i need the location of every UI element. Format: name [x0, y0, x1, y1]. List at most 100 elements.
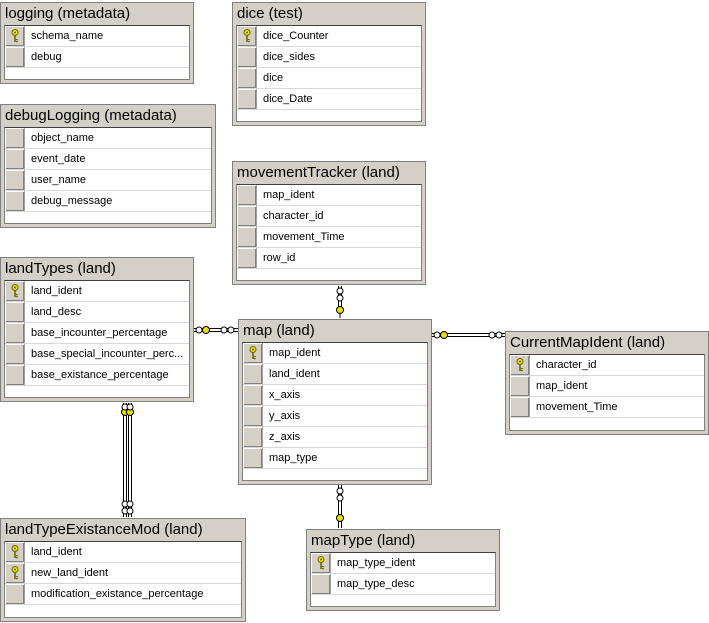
column-name: object_name [31, 132, 94, 144]
column-row[interactable]: row_id [237, 248, 421, 269]
column-row[interactable]: debug [5, 47, 189, 68]
many-end-icon [227, 326, 235, 334]
column-row[interactable]: land_ident [5, 281, 189, 302]
column-name: debug [31, 51, 62, 63]
column-row[interactable]: dice [237, 68, 421, 89]
row-selector-icon [5, 149, 25, 169]
row-selector-icon [237, 185, 257, 205]
row-selector-icon [510, 397, 530, 417]
column-name: character_id [536, 359, 597, 371]
row-selector-icon [311, 574, 331, 594]
column-row[interactable]: map_type [243, 448, 427, 469]
column-row[interactable]: map_type_desc [311, 574, 495, 595]
column-name: land_ident [31, 546, 82, 558]
column-row[interactable]: movement_Time [237, 227, 421, 248]
column-list: land_ident new_land_ident modification_exi… [4, 541, 242, 618]
many-end-icon [336, 494, 344, 502]
column-row[interactable]: user_name [5, 170, 211, 191]
column-row[interactable]: dice_Counter [237, 26, 421, 47]
column-row[interactable]: land_ident [243, 364, 427, 385]
column-row[interactable]: object_name [5, 128, 211, 149]
column-name: map_type_desc [337, 578, 415, 590]
column-row[interactable]: map_ident [510, 376, 704, 397]
column-row[interactable]: movement_Time [510, 397, 704, 418]
key-icon [510, 355, 530, 375]
table-title[interactable]: mapType (land) [307, 530, 499, 552]
table-title[interactable]: CurrentMapIdent (land) [506, 332, 708, 354]
column-row[interactable]: modification_existance_percentage [5, 584, 241, 605]
column-name: x_axis [269, 389, 301, 401]
row-selector-icon [5, 302, 25, 322]
column-row[interactable]: event_date [5, 149, 211, 170]
table-title[interactable]: debugLogging (metadata) [1, 105, 215, 127]
column-row[interactable]: y_axis [243, 406, 427, 427]
row-selector-icon [5, 191, 25, 211]
key-icon [5, 542, 25, 562]
row-selector-icon [5, 128, 25, 148]
column-name: user_name [31, 174, 87, 186]
column-name: row_id [263, 252, 296, 264]
column-row[interactable]: map_ident [243, 343, 427, 364]
column-row[interactable]: base_existance_percentage [5, 365, 189, 386]
table-mapType[interactable]: mapType (land) map_type_ident map_type_des… [306, 529, 500, 611]
table-title[interactable]: logging (metadata) [1, 3, 193, 25]
table-title[interactable]: landTypes (land) [1, 258, 193, 280]
column-row[interactable]: dice_Date [237, 89, 421, 110]
table-title[interactable]: dice (test) [233, 3, 425, 25]
column-row[interactable]: character_id [237, 206, 421, 227]
column-row[interactable]: dice_sides [237, 47, 421, 68]
column-row[interactable]: schema_name [5, 26, 189, 47]
table-title[interactable]: map (land) [239, 320, 431, 342]
column-row[interactable]: new_land_ident [5, 563, 241, 584]
table-debugLogging[interactable]: debugLogging (metadata) object_name event_… [0, 104, 216, 228]
many-end-icon [195, 326, 203, 334]
table-title[interactable]: landTypeExistanceMod (land) [1, 519, 245, 541]
column-name: movement_Time [263, 231, 345, 243]
key-icon [5, 281, 25, 301]
column-list: land_ident land_desc base_incounter_percen… [4, 280, 190, 398]
column-name: land_desc [31, 306, 82, 318]
column-row[interactable]: map_ident [237, 185, 421, 206]
key-end-icon [440, 331, 448, 339]
many-end-icon [495, 331, 503, 339]
column-row[interactable]: base_special_incounter_perc... [5, 344, 189, 365]
table-landTypes[interactable]: landTypes (land)land_ident land_desc base_… [0, 257, 194, 402]
row-selector-icon [243, 448, 263, 468]
row-selector-icon [5, 47, 25, 67]
column-name: land_ident [269, 368, 320, 380]
column-row[interactable]: debug_message [5, 191, 211, 212]
table-currentMapIdent[interactable]: CurrentMapIdent (land) character_id map_id… [505, 331, 709, 435]
column-row[interactable]: z_axis [243, 427, 427, 448]
key-icon [243, 343, 263, 363]
row-selector-icon [5, 584, 25, 604]
column-list: object_name event_date user_name debug_mess… [4, 127, 212, 224]
column-row[interactable]: map_type_ident [311, 553, 495, 574]
column-name: y_axis [269, 410, 301, 422]
column-row[interactable]: character_id [510, 355, 704, 376]
column-row[interactable]: land_ident [5, 542, 241, 563]
column-row[interactable]: x_axis [243, 385, 427, 406]
column-name: map_type_ident [337, 557, 416, 569]
row-selector-icon [237, 68, 257, 88]
table-map[interactable]: map (land)map_ident land_ident x_axis y_axi… [238, 319, 432, 485]
column-name: modification_existance_percentage [31, 588, 204, 600]
column-list: character_id map_ident movement_Time [509, 354, 705, 431]
column-row[interactable]: land_desc [5, 302, 189, 323]
row-selector-icon [237, 248, 257, 268]
row-selector-icon [5, 365, 25, 385]
key-end-icon [336, 514, 344, 522]
table-title[interactable]: movementTracker (land) [233, 162, 425, 184]
column-name: map_ident [536, 380, 588, 392]
column-row[interactable]: base_incounter_percentage [5, 323, 189, 344]
row-selector-icon [243, 406, 263, 426]
many-end-icon [336, 287, 344, 295]
